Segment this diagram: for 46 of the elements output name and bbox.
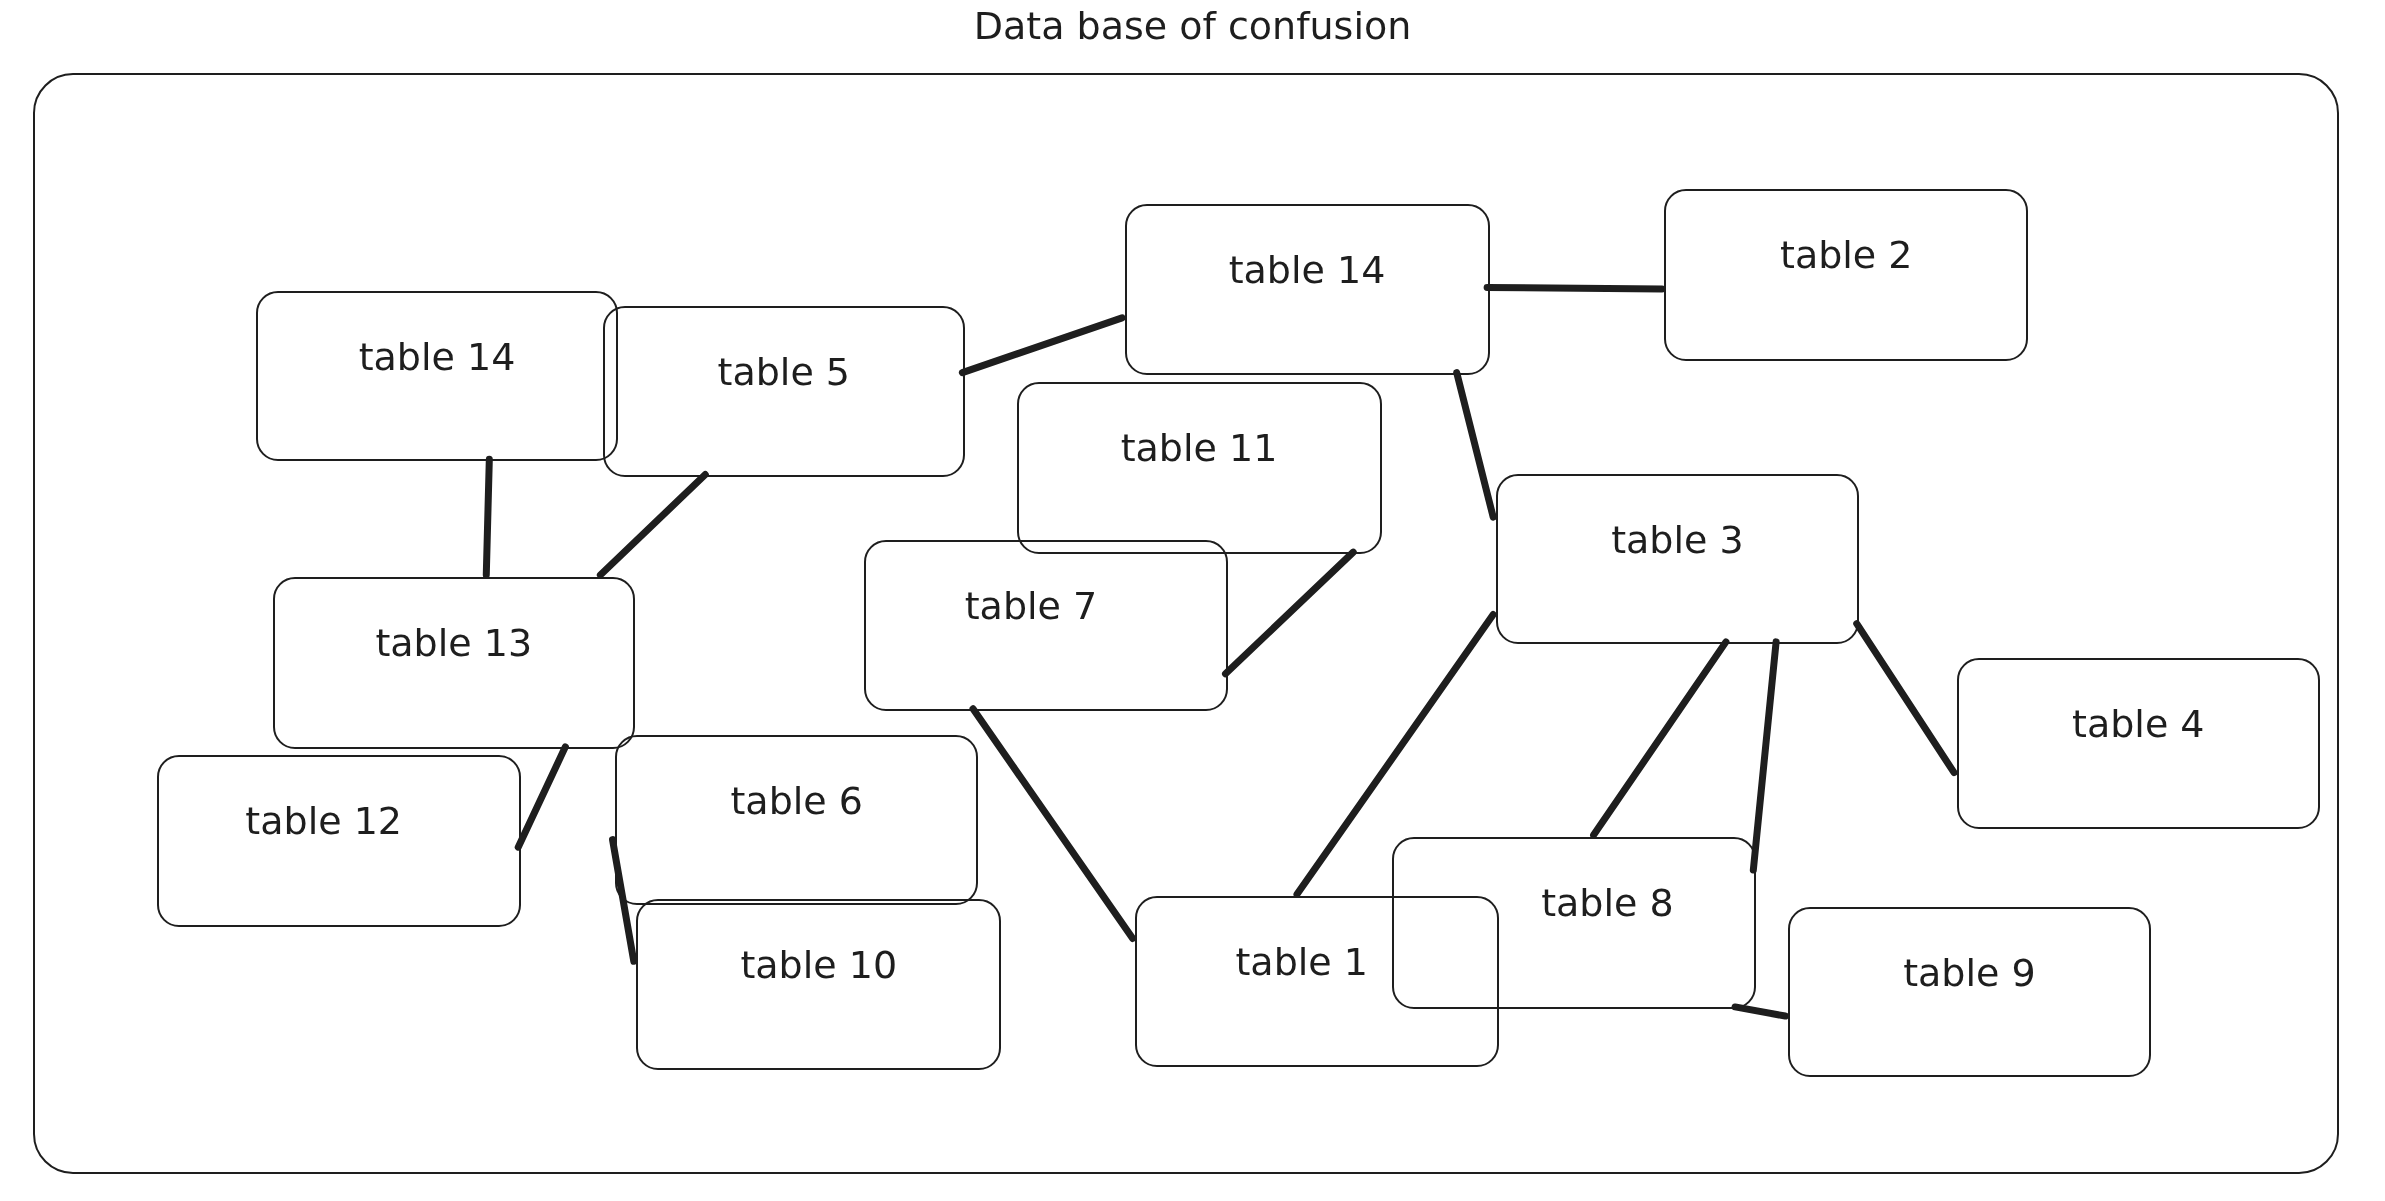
table-name: table 2: [1780, 233, 1913, 279]
table-box: [256, 291, 618, 462]
table-name: table 5: [717, 350, 851, 396]
table-box: [614, 735, 979, 906]
table-box: [1016, 382, 1382, 555]
connector-line: [515, 743, 570, 851]
table-box: [1124, 204, 1490, 375]
table-box: [1664, 189, 2028, 361]
table-box: [864, 540, 1228, 711]
table-name: table 4: [2072, 701, 2205, 748]
table-box: [1956, 657, 2321, 830]
table-box: [272, 576, 635, 749]
table-name: table 3: [1611, 517, 1744, 564]
diagram-title: Data base of confusion: [973, 4, 1412, 50]
connector-line: [959, 314, 1126, 377]
connector-line: [1853, 620, 1959, 777]
connector-line: [1590, 638, 1730, 839]
connector-line: [1293, 611, 1498, 898]
connector-line: [609, 836, 638, 965]
table-name: table 8: [1541, 881, 1674, 927]
table-box: [1495, 473, 1860, 644]
table-name: table 10: [740, 943, 898, 989]
table-box: [602, 306, 965, 477]
connector-line: [483, 455, 494, 579]
table-name: table 12: [245, 798, 402, 845]
database-frame: [33, 73, 2340, 1175]
table-name: table 14: [358, 335, 516, 381]
table-name: table 6: [730, 779, 863, 825]
table-name: table 13: [375, 620, 533, 667]
table-box: [157, 754, 521, 927]
connector-line: [1222, 548, 1358, 678]
connector-line: [969, 705, 1137, 942]
table-name: table 9: [1903, 951, 2036, 997]
table-box: [1787, 907, 2152, 1078]
table-name: table 7: [964, 584, 1098, 631]
table-box: [636, 899, 1002, 1070]
table-name: table 14: [1228, 248, 1386, 294]
table-box: [1135, 896, 1499, 1067]
table-name: table 11: [1120, 426, 1278, 472]
connector-line: [1750, 638, 1781, 874]
connector-line: [1453, 369, 1498, 521]
connector-line: [1732, 1003, 1790, 1020]
connector-line: [1484, 283, 1666, 293]
table-box: [1392, 837, 1756, 1009]
table-name: table 1: [1235, 940, 1368, 986]
connector-line: [597, 471, 710, 579]
